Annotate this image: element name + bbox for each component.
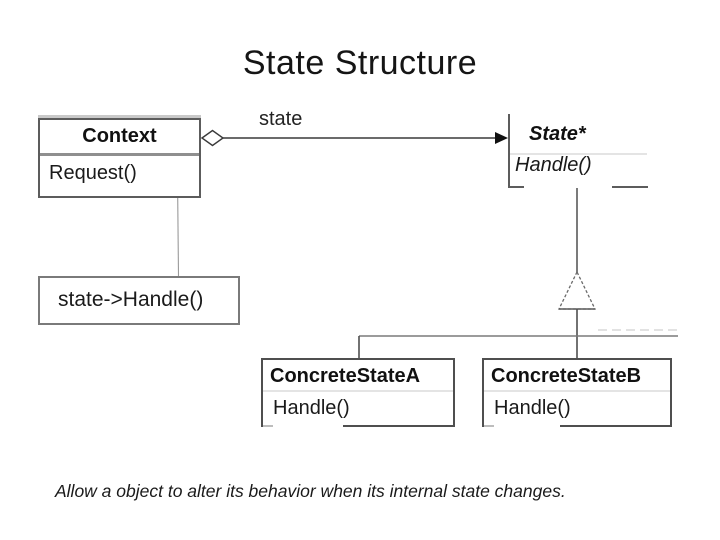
context-class-name: Context [40,120,199,156]
concrete-state-a-method: Handle() [273,397,350,419]
note-text: state->Handle() [58,288,204,311]
concrete-b-border-segment [484,425,494,427]
concrete-state-b-box: ConcreteStateB Handle() [482,358,672,427]
aggregation-diamond-icon [200,129,225,147]
state-border-segment [612,186,648,188]
slide-title: State Structure [242,44,478,82]
concrete-state-a-name: ConcreteStateA [263,360,453,392]
concrete-b-border-segment [560,425,670,427]
arrowhead-icon [495,132,508,144]
context-class-box: Context Request() [38,118,201,198]
concrete-a-border-segment [263,425,273,427]
concrete-state-a-box: ConcreteStateA Handle() [261,358,455,427]
concrete-state-b-method: Handle() [494,397,571,419]
inheritance-triangle-icon [557,270,597,310]
note-box: state->Handle() [38,276,240,325]
state-class-box: State* Handle() [508,114,660,188]
state-class-divider [510,153,647,155]
intent-caption: Allow a object to alter its behavior whe… [55,481,566,501]
concrete-state-b-name: ConcreteStateB [484,360,670,392]
state-class-method: Handle() [515,154,592,176]
context-class-method: Request() [49,162,137,184]
association-label: state [259,108,303,130]
state-class-name: State* [529,123,586,145]
state-border-segment [510,186,524,188]
concrete-a-border-segment [343,425,453,427]
